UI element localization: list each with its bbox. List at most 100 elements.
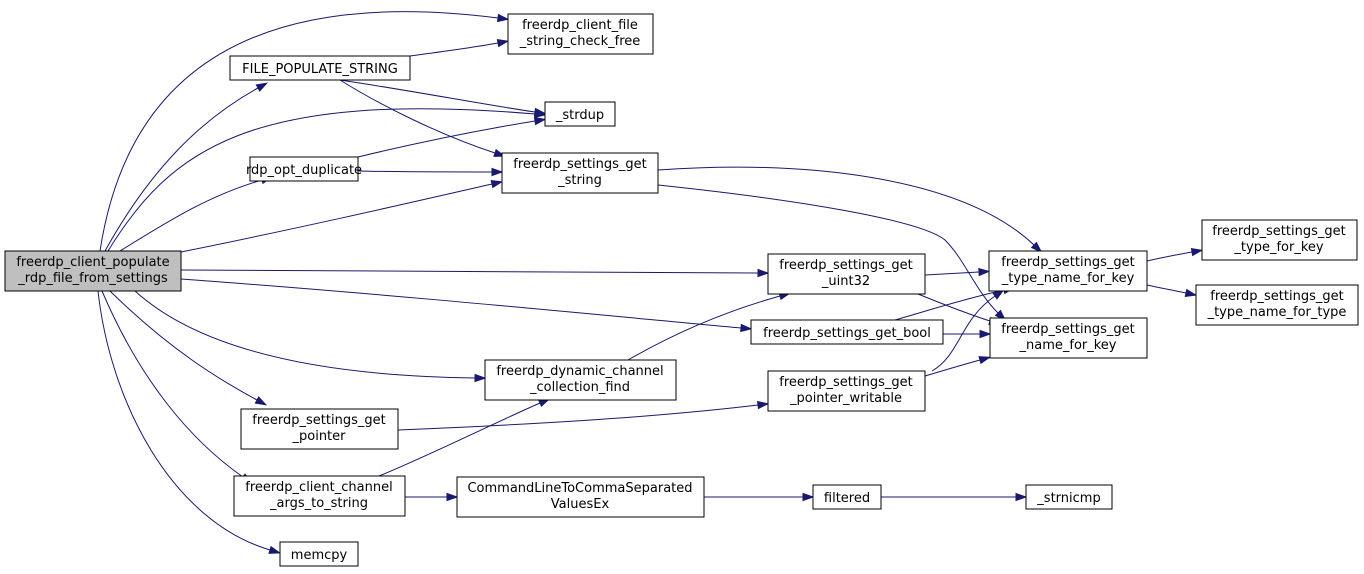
node-label-line: freerdp_settings_get bbox=[779, 375, 912, 390]
edge-file-populate-string-to-settings-get-string bbox=[339, 79, 506, 157]
edge-line bbox=[1146, 284, 1187, 294]
edge-line bbox=[180, 269, 759, 274]
edge-line bbox=[97, 290, 271, 551]
node-file-populate-string[interactable]: FILE_POPULATE_STRING bbox=[229, 55, 411, 81]
edge-filtered-to-strnicmp bbox=[881, 492, 1028, 502]
node-memcpy[interactable]: memcpy bbox=[279, 541, 359, 567]
node-commandline-to-comma-separated-values-ex[interactable]: CommandLineToCommaSeparated ValuesEx bbox=[456, 476, 705, 518]
node-freerdp-settings-get-uint32[interactable]: freerdp_settings_get _uint32 bbox=[767, 253, 926, 295]
edge-settings-get-string-to-settings-get-type-name-for-key bbox=[657, 166, 1043, 253]
arrowhead bbox=[533, 107, 547, 117]
node-label-line: _type_name_for_key bbox=[1001, 271, 1135, 286]
edge-root-to-client-channel-args-to-string bbox=[101, 290, 253, 484]
node-freerdp-settings-get-bool[interactable]: freerdp_settings_get_bool bbox=[750, 319, 944, 345]
node-label-line: _collection_find bbox=[529, 380, 630, 395]
node-label-line: _strnicmp bbox=[1036, 491, 1100, 506]
node-label-line: freerdp_settings_get_bool bbox=[763, 326, 931, 341]
node-label-line: _string_check_free bbox=[519, 34, 641, 49]
edge-settings-get-type-name-for-key-to-settings-get-type-name-for-type bbox=[1146, 284, 1198, 298]
edge-line bbox=[357, 120, 536, 158]
arrowhead bbox=[979, 329, 992, 339]
arrowhead bbox=[491, 167, 504, 177]
arrowhead bbox=[474, 373, 487, 383]
edge-rdp-opt-duplicate-to-settings-get-string bbox=[357, 167, 504, 177]
edge-line bbox=[924, 271, 980, 276]
node-freerdp-settings-get-type-name-for-type[interactable]: freerdp_settings_get _type_name_for_type bbox=[1195, 284, 1359, 326]
node-strdup[interactable]: _strdup bbox=[544, 101, 616, 127]
node-strnicmp[interactable]: _strnicmp bbox=[1025, 484, 1113, 510]
arrowhead bbox=[446, 492, 459, 502]
node-freerdp-settings-get-type-name-for-key[interactable]: freerdp_settings_get _type_name_for_key bbox=[988, 250, 1148, 292]
node-label-line: freerdp_settings_get bbox=[252, 413, 385, 428]
node-freerdp-settings-get-pointer-writable[interactable]: freerdp_settings_get _pointer_writable bbox=[767, 370, 926, 412]
edge-settings-get-pointer-writable-to-settings-get-name-for-key bbox=[924, 356, 992, 377]
arrowhead bbox=[757, 268, 770, 278]
edge-root-to-settings-get-string bbox=[180, 180, 504, 253]
edge-file-populate-string-to-strdup bbox=[339, 79, 547, 117]
edge-line bbox=[931, 295, 996, 372]
edges-layer bbox=[97, 11, 1204, 554]
node-freerdp-dynamic-channel-collection-find[interactable]: freerdp_dynamic_channel _collection_find bbox=[484, 359, 677, 401]
node-filtered[interactable]: filtered bbox=[812, 484, 882, 510]
node-label-line: _name_for_key bbox=[1019, 338, 1117, 353]
node-label-line: freerdp_dynamic_channel bbox=[496, 364, 663, 379]
edge-root-to-memcpy bbox=[97, 290, 282, 554]
edge-root-to-settings-get-bool bbox=[180, 278, 753, 333]
arrowhead bbox=[1015, 492, 1028, 502]
edge-line bbox=[180, 183, 493, 253]
edge-line bbox=[894, 289, 1005, 321]
edge-line bbox=[409, 42, 499, 57]
node-label-line: _string bbox=[557, 173, 602, 188]
edge-commandline-to-csv-to-filtered bbox=[704, 492, 815, 502]
arrowhead bbox=[254, 396, 268, 406]
edge-line bbox=[99, 11, 499, 252]
edge-settings-get-pointer-writable-to-settings-get-type-name-for-key bbox=[931, 289, 1005, 372]
node-freerdp-client-file-string-check-free[interactable]: freerdp_client_file _string_check_free bbox=[507, 13, 654, 55]
node-label-line: rdp_opt_duplicate bbox=[246, 163, 362, 178]
node-label-line: _pointer bbox=[292, 429, 347, 444]
arrowhead bbox=[1190, 247, 1204, 257]
arrowhead bbox=[496, 13, 510, 23]
node-freerdp-settings-get-string[interactable]: freerdp_settings_get _string bbox=[501, 152, 659, 194]
arrowhead bbox=[268, 545, 282, 554]
edge-root-to-settings-get-pointer bbox=[109, 290, 268, 406]
node-label-line: freerdp_settings_get bbox=[1212, 224, 1345, 239]
node-label-line: _pointer_writable bbox=[789, 391, 902, 406]
edge-line bbox=[378, 402, 541, 477]
arrowhead bbox=[740, 323, 753, 333]
arrowhead bbox=[802, 492, 815, 502]
node-label-line: freerdp_settings_get bbox=[513, 157, 646, 172]
node-label-line: _rdp_file_from_settings bbox=[17, 271, 168, 286]
node-label-line: FILE_POPULATE_STRING bbox=[242, 62, 398, 77]
node-rdp-opt-duplicate[interactable]: rdp_opt_duplicate bbox=[246, 156, 362, 182]
node-freerdp-settings-get-type-for-key[interactable]: freerdp_settings_get _type_for_key bbox=[1201, 219, 1358, 261]
node-freerdp-client-populate-rdp-file-from-settings[interactable]: freerdp_client_populate _rdp_file_from_s… bbox=[4, 250, 182, 292]
node-label-line: ValuesEx bbox=[551, 497, 610, 512]
edge-line bbox=[339, 79, 496, 154]
node-label-line: memcpy bbox=[291, 548, 348, 563]
node-freerdp-client-channel-args-to-string[interactable]: freerdp_client_channel _args_to_string bbox=[233, 475, 406, 517]
edge-line bbox=[917, 293, 991, 322]
edge-client-channel-args-to-string-to-dynamic-channel-collection-find bbox=[378, 398, 551, 477]
edge-root-to-file-check-free bbox=[99, 11, 510, 252]
edge-line bbox=[357, 170, 493, 173]
edge-line bbox=[134, 290, 476, 379]
node-freerdp-settings-get-name-for-key[interactable]: freerdp_settings_get _name_for_key bbox=[989, 317, 1148, 359]
arrowhead bbox=[992, 289, 1005, 300]
edge-line bbox=[119, 179, 263, 252]
node-label-line: _type_name_for_type bbox=[1207, 305, 1347, 320]
node-freerdp-settings-get-pointer[interactable]: freerdp_settings_get _pointer bbox=[240, 408, 399, 450]
edge-line bbox=[657, 184, 999, 314]
edge-root-to-file-populate-string bbox=[104, 82, 269, 252]
edge-line bbox=[339, 79, 536, 113]
edge-line bbox=[101, 290, 244, 478]
edge-settings-get-pointer-to-settings-get-pointer-writable bbox=[397, 400, 770, 431]
node-label-line: _type_for_key bbox=[1233, 240, 1323, 255]
edge-settings-get-bool-to-settings-get-name-for-key bbox=[943, 329, 992, 339]
edge-root-to-settings-get-uint32 bbox=[180, 268, 770, 278]
edge-settings-get-type-name-for-key-to-settings-get-type-for-key bbox=[1146, 247, 1204, 262]
edge-settings-get-uint32-to-settings-get-type-name-for-key bbox=[924, 267, 991, 277]
node-label-line: _uint32 bbox=[821, 274, 870, 289]
